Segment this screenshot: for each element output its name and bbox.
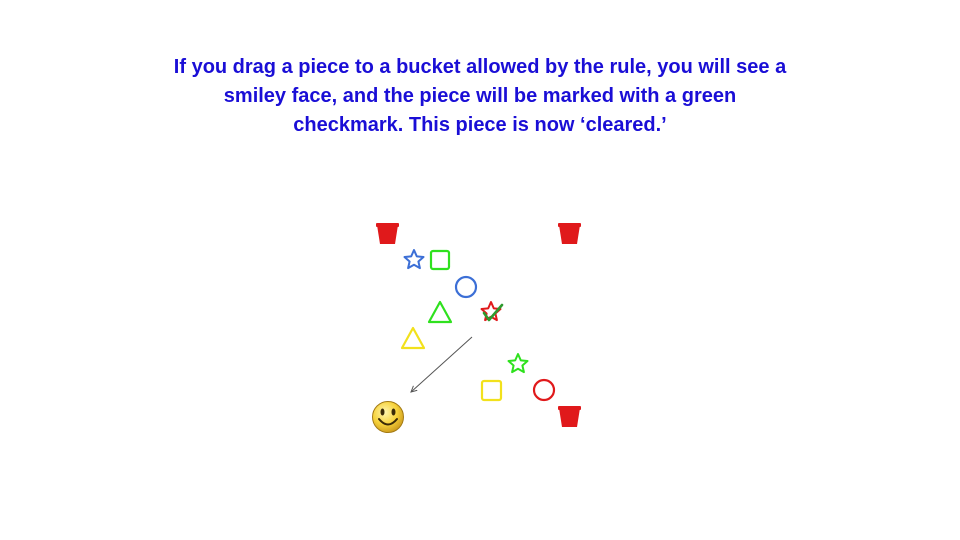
instruction-line-3: checkmark. This piece is now ‘cleared.’: [293, 114, 667, 136]
bucket-top-left[interactable]: [376, 223, 399, 244]
piece-yellow-triangle[interactable]: [400, 326, 426, 350]
instruction-text: If you drag a piece to a bucket allowed …: [80, 53, 880, 140]
bucket-top-right[interactable]: [558, 223, 581, 244]
piece-red-circle[interactable]: [532, 378, 556, 402]
piece-blue-star[interactable]: [403, 249, 425, 270]
instruction-line-2: smiley face, and the piece will be marke…: [223, 85, 737, 107]
instruction-line-1: If you drag a piece to a bucket allowed …: [173, 56, 787, 78]
piece-blue-circle[interactable]: [454, 275, 478, 299]
piece-green-star[interactable]: [507, 353, 529, 374]
piece-red-star-cleared[interactable]: [480, 301, 504, 322]
arrow-icon: [411, 336, 473, 392]
piece-green-square[interactable]: [429, 249, 451, 271]
piece-yellow-square[interactable]: [480, 379, 503, 402]
bucket-bottom-right[interactable]: [558, 406, 581, 427]
piece-green-triangle[interactable]: [427, 300, 453, 324]
checkmark-icon: [482, 303, 504, 322]
smiley-face-icon: [372, 401, 404, 433]
